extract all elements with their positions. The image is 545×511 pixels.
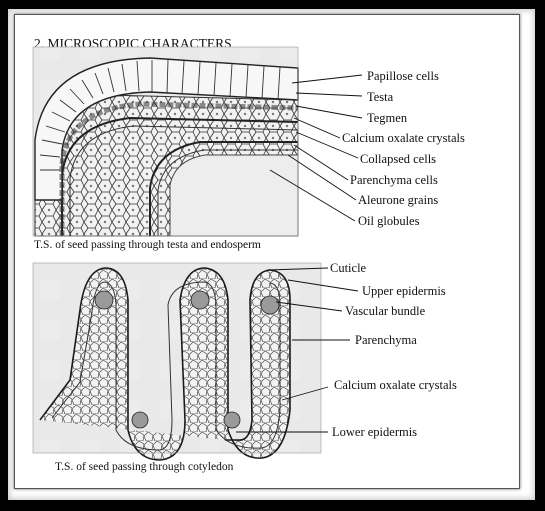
figure1-labels: Papillose cells Testa Tegmen Calcium oxa… — [342, 69, 465, 228]
label-tegmen: Tegmen — [367, 111, 408, 125]
label-cuticle: Cuticle — [330, 261, 367, 275]
figure-testa-endosperm — [33, 47, 298, 236]
label-parenchyma: Parenchyma — [355, 333, 417, 347]
label-collapsed-cells: Collapsed cells — [360, 152, 436, 166]
figure2-labels: Cuticle Upper epidermis Vascular bundle … — [330, 261, 457, 439]
label-lower-epidermis: Lower epidermis — [332, 425, 417, 439]
label-papillose-cells: Papillose cells — [367, 69, 439, 83]
label-calcium-oxalate-crystals-2: Calcium oxalate crystals — [334, 378, 457, 392]
label-parenchyma-cells: Parenchyma cells — [350, 173, 438, 187]
label-oil-globules: Oil globules — [358, 214, 420, 228]
label-vascular-bundle: Vascular bundle — [345, 304, 426, 318]
label-upper-epidermis: Upper epidermis — [362, 284, 446, 298]
figure-cotyledon — [33, 263, 321, 460]
label-aleurone-grains: Aleurone grains — [358, 193, 438, 207]
figure1-caption: T.S. of seed passing through testa and e… — [34, 239, 261, 251]
label-testa: Testa — [367, 90, 394, 104]
label-calcium-oxalate-crystals: Calcium oxalate crystals — [342, 131, 465, 145]
figure2-caption: T.S. of seed passing through cotyledon — [55, 461, 234, 473]
